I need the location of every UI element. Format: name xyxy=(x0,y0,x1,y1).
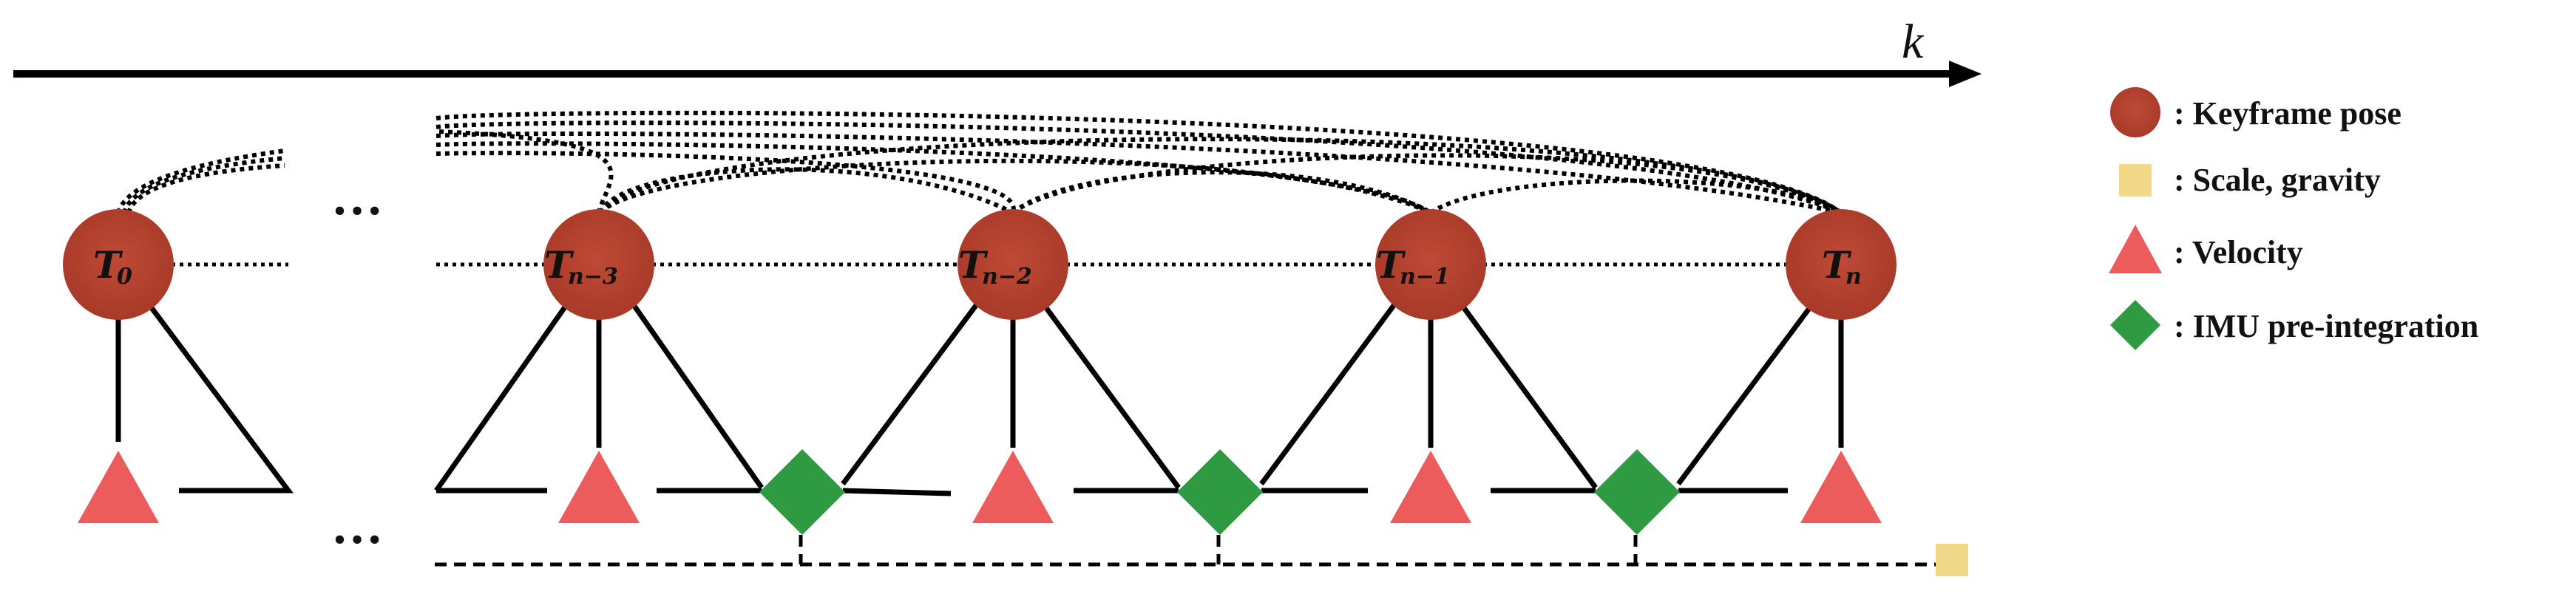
velocity-nodes xyxy=(78,451,1882,523)
scale-gravity-square-icon xyxy=(2119,164,2152,197)
keyframe-label-main: T xyxy=(544,243,574,287)
legend: : Keyframe pose : Scale, gravity : Veloc… xyxy=(2109,87,2478,350)
keyframe-tn1: T n−1 xyxy=(1375,209,1486,320)
top-ellipsis: … xyxy=(331,169,383,226)
legend-item-scale-gravity: : Scale, gravity xyxy=(2119,162,2381,198)
prior-arcs xyxy=(116,110,1843,215)
keyframe-tn: T n xyxy=(1786,209,1897,320)
time-axis: k xyxy=(13,15,1982,87)
imu-diamond-icon xyxy=(759,449,845,535)
imu-diamond-icon xyxy=(1177,449,1263,535)
imu-nodes xyxy=(759,449,1680,535)
axis-label-k: k xyxy=(1902,15,1925,69)
legend-item-velocity: : Velocity xyxy=(2109,225,2303,273)
scale-gravity-links xyxy=(435,535,1943,567)
keyframe-label-sub: n−2 xyxy=(982,264,1032,290)
velocity-triangle-icon xyxy=(1390,451,1471,523)
keyframe-label-sub: n xyxy=(1845,264,1862,290)
legend-label: : Scale, gravity xyxy=(2174,162,2381,198)
keyframe-label-main: T xyxy=(1822,243,1852,287)
imu-diamond-icon xyxy=(2110,300,2160,350)
keyframe-label-main: T xyxy=(93,243,123,287)
keyframe-pose-circle-icon xyxy=(1375,209,1486,320)
legend-label: : Keyframe pose xyxy=(2174,95,2402,132)
keyframe-label-sub: 0 xyxy=(117,264,132,290)
keyframe-t0: T 0 xyxy=(63,209,174,320)
keyframe-pose-circle-icon xyxy=(543,209,654,320)
velocity-triangle-icon xyxy=(78,451,159,523)
keyframe-nodes: T 0 T n−3 T n−2 T n−1 T n xyxy=(63,209,1897,320)
solid-edges xyxy=(115,293,1844,496)
velocity-triangle-icon xyxy=(972,451,1054,523)
keyframe-pose-circle-icon xyxy=(957,209,1068,320)
velocity-triangle-icon xyxy=(2109,225,2162,273)
keyframe-label-sub: n−3 xyxy=(568,264,618,290)
keyframe-pose-circle-icon xyxy=(1786,209,1897,320)
keyframe-pose-circle-icon xyxy=(63,209,174,320)
keyframe-pose-circle-icon xyxy=(2110,87,2160,137)
imu-diamond-icon xyxy=(1594,449,1680,535)
bottom-ellipsis: … xyxy=(331,498,383,555)
keyframe-label-main: T xyxy=(1376,243,1406,287)
keyframe-label-sub: n−1 xyxy=(1400,264,1450,290)
legend-label: : IMU pre-integration xyxy=(2174,308,2478,344)
keyframe-label-main: T xyxy=(958,243,989,287)
scale-gravity-square-icon xyxy=(1936,544,1968,576)
velocity-triangle-icon xyxy=(1800,451,1882,523)
legend-item-keyframe-pose: : Keyframe pose xyxy=(2110,87,2402,137)
keyframe-tn2: T n−2 xyxy=(957,209,1068,320)
velocity-triangle-icon xyxy=(558,451,640,523)
keyframe-tn3: T n−3 xyxy=(543,209,654,320)
legend-item-imu: : IMU pre-integration xyxy=(2110,300,2478,350)
legend-label: : Velocity xyxy=(2174,234,2303,270)
